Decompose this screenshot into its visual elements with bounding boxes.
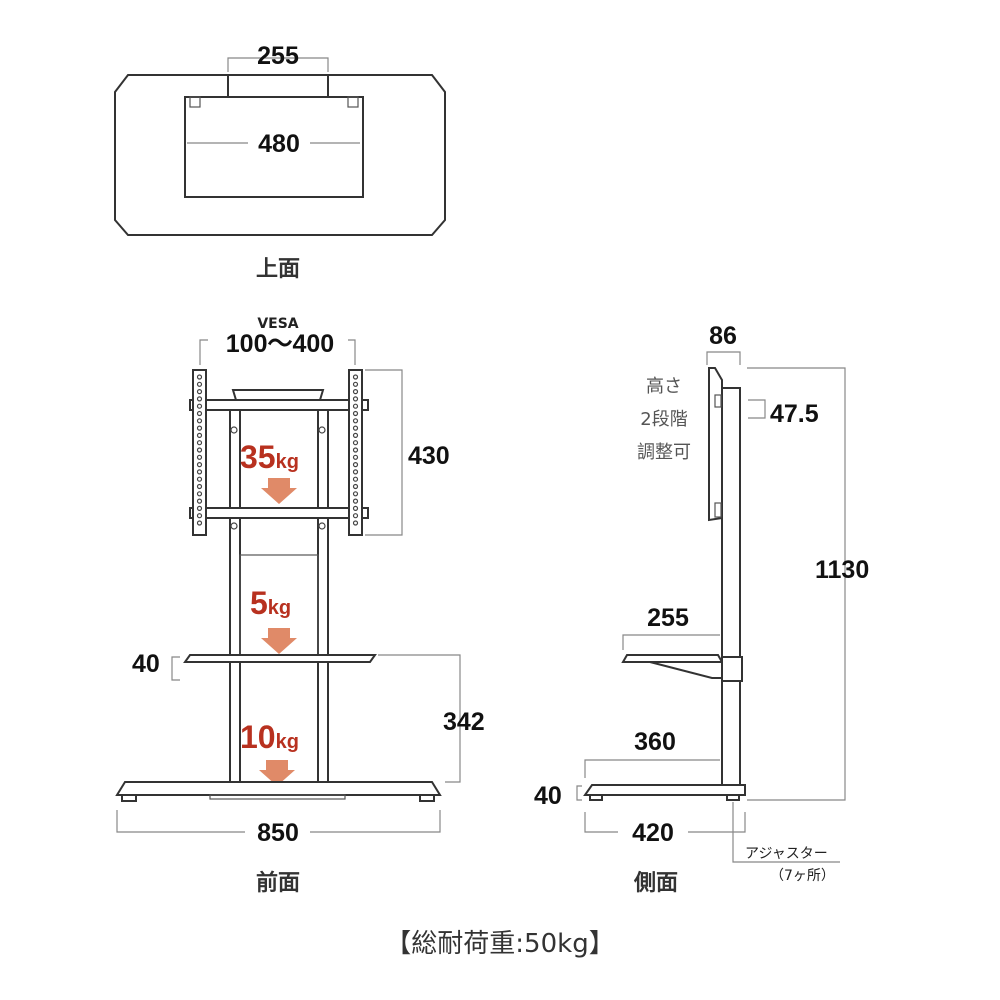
- arrow-down-icon: [261, 628, 297, 654]
- shelf-depth: 255: [647, 604, 689, 632]
- rail-hole: [352, 440, 359, 446]
- adjust-step: 47.5: [770, 400, 819, 428]
- side-pole: [721, 387, 741, 791]
- rail-hole: [352, 483, 359, 490]
- rail-hole: [196, 418, 203, 424]
- front-view: VESA 100〜400 430 35kg 5kg 10kg 40 342: [115, 316, 485, 896]
- rail-hole: [352, 432, 359, 438]
- height-note-3: 調整可: [637, 442, 691, 463]
- load-top: 35kg: [240, 439, 299, 475]
- adjuster-label: アジャスター: [745, 846, 828, 862]
- shelf-thickness: 40: [132, 650, 160, 678]
- rail-hole: [352, 462, 359, 468]
- rail-hole: [352, 374, 359, 380]
- base-depth: 420: [632, 819, 674, 847]
- side-view-label: 側面: [633, 871, 678, 896]
- rail-hole: [196, 432, 203, 438]
- height-note-1: 高さ: [646, 376, 682, 397]
- rail-hole: [196, 410, 203, 417]
- rail-hole: [196, 454, 203, 460]
- vesa-range: 100〜400: [226, 330, 334, 358]
- load-mid: 5kg: [250, 585, 291, 621]
- arrow-down-icon: [261, 478, 297, 504]
- front-base: [115, 781, 442, 796]
- rail-hole: [352, 403, 359, 409]
- top-width-bracket: 255: [257, 42, 299, 70]
- rail-hole: [352, 491, 359, 497]
- top-width-mount: 480: [258, 130, 300, 158]
- rail-hole: [352, 505, 359, 511]
- top-mount-plate: [184, 96, 364, 198]
- top-view: 255 480 上面: [114, 42, 446, 282]
- rail-hole: [196, 389, 203, 395]
- rail-hole: [196, 505, 203, 511]
- mount-height: 430: [408, 442, 450, 470]
- side-view: 86 高さ 2段階 調整可 47.5 1130 255 360 40 420 ア…: [534, 322, 869, 896]
- top-view-label: 上面: [256, 257, 300, 282]
- base-thickness: 40: [534, 782, 562, 810]
- front-view-label: 前面: [256, 870, 300, 896]
- rail-hole: [196, 498, 203, 504]
- front-shelf: [183, 654, 377, 663]
- rail-hole: [196, 491, 203, 497]
- rail-hole: [196, 381, 203, 387]
- side-mount-plate: [708, 367, 723, 522]
- load-bottom: 10kg: [240, 719, 299, 755]
- rail-hole: [196, 483, 203, 490]
- total-load-capacity: 【総耐荷重:50kg】: [385, 929, 614, 959]
- side-base: [583, 784, 746, 796]
- height-note-2: 2段階: [640, 409, 687, 430]
- rail-hole: [196, 476, 203, 482]
- rail-hole: [196, 425, 203, 431]
- mount-depth: 86: [709, 322, 737, 350]
- rail-hole: [196, 403, 203, 409]
- rail-hole: [196, 440, 203, 446]
- rail-hole: [352, 418, 359, 424]
- rail-hole: [352, 389, 359, 395]
- rail-hole: [196, 513, 203, 519]
- rail-hole: [196, 447, 203, 453]
- rail-hole: [352, 425, 359, 431]
- rail-hole: [352, 469, 359, 475]
- rail-hole: [196, 469, 203, 475]
- rail-hole: [352, 520, 359, 526]
- adjuster-count: （7ヶ所）: [770, 868, 835, 884]
- rail-hole: [352, 410, 359, 417]
- top-bracket: [227, 74, 329, 98]
- rail-hole: [352, 498, 359, 504]
- rail-hole: [352, 476, 359, 482]
- rail-hole: [196, 520, 203, 526]
- total-height: 1130: [815, 556, 869, 584]
- rail-hole: [352, 381, 359, 387]
- shelf-height: 342: [443, 708, 485, 736]
- base-inner-depth: 360: [634, 728, 676, 756]
- rail-hole: [196, 374, 203, 380]
- rail-hole: [352, 454, 359, 460]
- rail-hole: [352, 513, 359, 519]
- rail-hole: [352, 396, 359, 402]
- rail-hole: [196, 462, 203, 468]
- rail-hole: [196, 396, 203, 402]
- rail-hole: [352, 447, 359, 453]
- arrow-down-icon: [259, 760, 295, 786]
- vesa-label: VESA: [257, 316, 298, 332]
- base-width: 850: [257, 819, 299, 847]
- side-shelf: [621, 654, 724, 663]
